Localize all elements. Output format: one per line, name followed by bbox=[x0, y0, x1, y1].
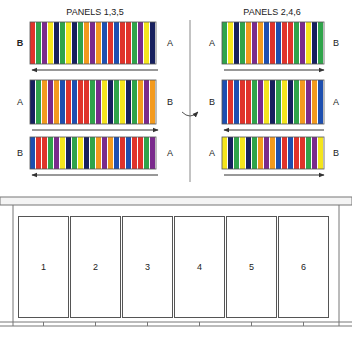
edge-letter: A bbox=[333, 98, 339, 107]
edge-letter: B bbox=[167, 98, 173, 107]
panel-box: 4 bbox=[174, 216, 225, 318]
panel-box: 6 bbox=[278, 216, 329, 318]
panel-box: 3 bbox=[122, 216, 173, 318]
panel-box: 1 bbox=[18, 216, 69, 318]
panel-box: 5 bbox=[226, 216, 277, 318]
panel-number: 3 bbox=[145, 262, 150, 272]
edge-letter: A bbox=[209, 149, 215, 158]
edge-letter: B bbox=[17, 39, 24, 48]
panel-number: 5 bbox=[249, 262, 254, 272]
panel-box: 2 bbox=[70, 216, 121, 318]
column-heading: PANELS 2,4,6 bbox=[243, 8, 300, 17]
column-heading: PANELS 1,3,5 bbox=[66, 8, 123, 17]
panel-number: 1 bbox=[41, 262, 46, 272]
edge-letter: B bbox=[17, 149, 23, 158]
panel-number: 4 bbox=[197, 262, 202, 272]
edge-letter: B bbox=[209, 98, 215, 107]
edge-letter: A bbox=[209, 39, 215, 48]
panel-number: 2 bbox=[93, 262, 98, 272]
edge-letter: B bbox=[333, 149, 339, 158]
panel-number: 6 bbox=[301, 262, 306, 272]
edge-letter: B bbox=[333, 39, 339, 48]
edge-letter: A bbox=[167, 149, 173, 158]
edge-letter: A bbox=[17, 98, 23, 107]
edge-letter: A bbox=[167, 39, 173, 48]
